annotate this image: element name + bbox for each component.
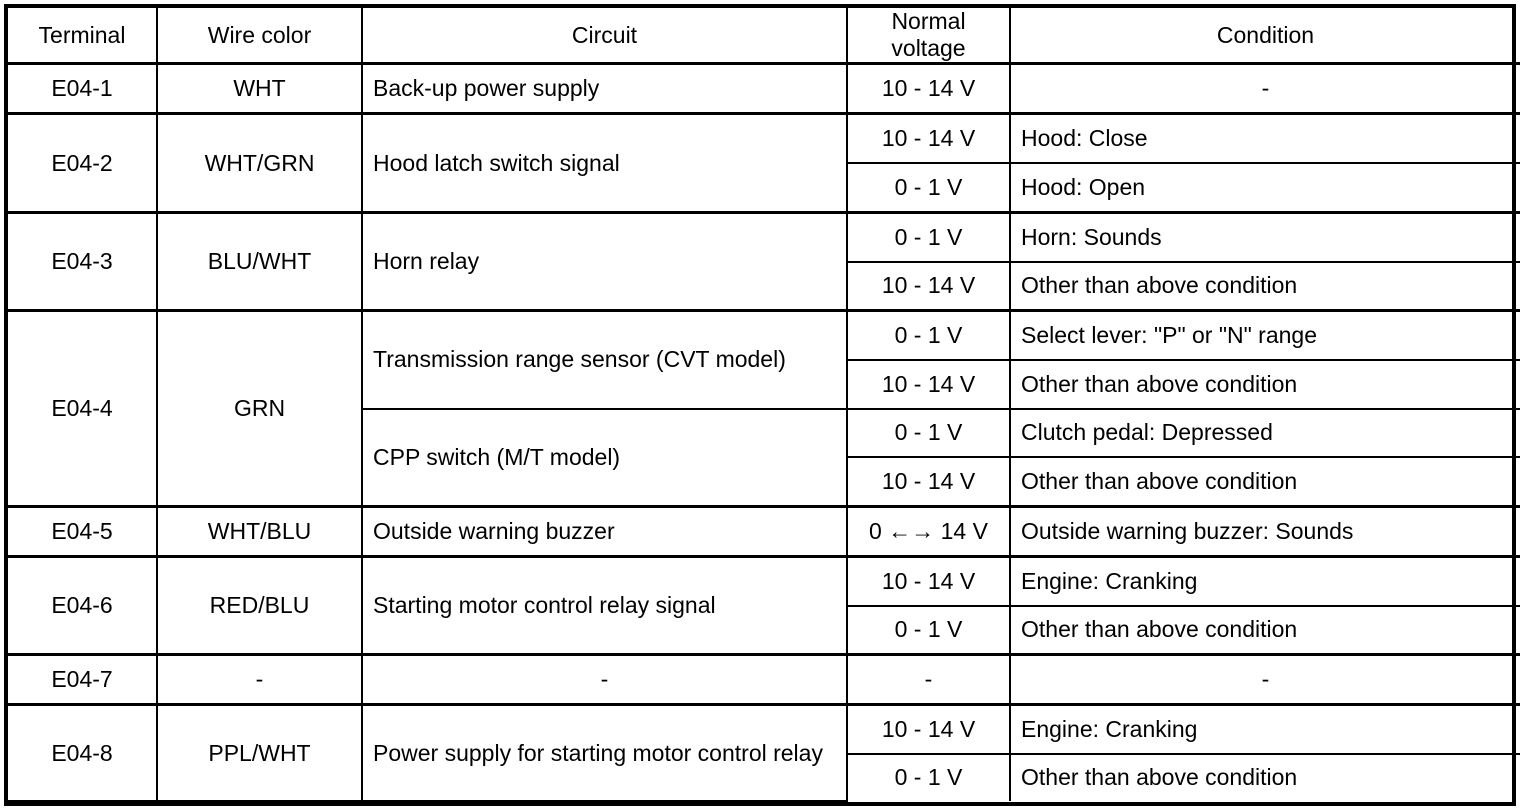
column-header-normal-voltage: Normal voltage bbox=[846, 8, 1011, 65]
table-header: Terminal Wire color Circuit Normal volta… bbox=[8, 8, 1520, 65]
cell-normal-voltage: 0 - 1 V bbox=[847, 162, 1011, 214]
cell-wire-color: BLU/WHT bbox=[156, 210, 363, 312]
cell-condition: Other than above condition bbox=[1009, 604, 1520, 656]
cell-circuit: Starting motor control relay signal bbox=[361, 554, 848, 656]
cell-condition: Clutch pedal: Depressed bbox=[1009, 407, 1520, 458]
cell-terminal: E04-3 bbox=[8, 210, 158, 312]
cell-normal-voltage: 0 - 1 V bbox=[847, 604, 1011, 656]
cell-circuit: CPP switch (M/T model) bbox=[362, 407, 848, 508]
cell-wire-color: - bbox=[156, 653, 363, 706]
cell-normal-voltage: 0 - 1 V bbox=[846, 407, 1011, 458]
cell-terminal: E04-6 bbox=[8, 554, 158, 656]
terminal-voltage-table-container: Terminal Wire color Circuit Normal volta… bbox=[4, 4, 1520, 806]
column-header-circuit: Circuit bbox=[361, 8, 848, 65]
cell-condition: - bbox=[1009, 653, 1520, 706]
cell-condition: - bbox=[1009, 62, 1520, 115]
cell-normal-voltage: 10 - 14 V bbox=[846, 62, 1011, 115]
column-header-terminal: Terminal bbox=[8, 8, 158, 65]
cell-condition: Other than above condition bbox=[1009, 359, 1520, 410]
cell-normal-voltage: 0 ←→ 14 V bbox=[846, 504, 1011, 558]
column-header-condition: Condition bbox=[1009, 8, 1520, 65]
cell-condition: Other than above condition bbox=[1009, 753, 1520, 801]
cell-condition: Engine: Cranking bbox=[1009, 703, 1520, 756]
cell-wire-color: PPL/WHT bbox=[156, 703, 363, 803]
cell-circuit: Transmission range sensor (CVT model) bbox=[361, 309, 848, 410]
cell-normal-voltage: - bbox=[846, 653, 1011, 706]
cell-normal-voltage: 10 - 14 V bbox=[847, 260, 1011, 312]
table-row: E04-7---- bbox=[8, 653, 1520, 706]
cell-condition: Other than above condition bbox=[1009, 455, 1520, 508]
cell-circuit: Power supply for starting motor control … bbox=[361, 703, 848, 803]
cell-circuit: Hood latch switch signal bbox=[361, 112, 848, 214]
cell-circuit: Horn relay bbox=[361, 210, 848, 312]
cell-wire-color: WHT bbox=[156, 62, 363, 115]
terminal-voltage-table: Terminal Wire color Circuit Normal volta… bbox=[8, 8, 1520, 803]
cell-terminal: E04-5 bbox=[8, 504, 158, 558]
cell-normal-voltage: 10 - 14 V bbox=[847, 455, 1011, 508]
cell-wire-color: GRN bbox=[156, 309, 363, 508]
cell-terminal: E04-8 bbox=[8, 703, 158, 803]
cell-normal-voltage: 10 - 14 V bbox=[846, 554, 1011, 607]
cell-condition: Other than above condition bbox=[1009, 260, 1520, 312]
cell-terminal: E04-4 bbox=[8, 309, 158, 508]
cell-condition: Select lever: "P" or "N" range bbox=[1009, 309, 1520, 362]
cell-condition: Hood: Open bbox=[1009, 162, 1520, 214]
cell-circuit: Outside warning buzzer bbox=[361, 504, 848, 558]
table-header-row: Terminal Wire color Circuit Normal volta… bbox=[8, 8, 1520, 65]
cell-normal-voltage: 0 - 1 V bbox=[846, 210, 1011, 263]
cell-condition: Engine: Cranking bbox=[1009, 554, 1520, 607]
cell-normal-voltage: 0 - 1 V bbox=[846, 309, 1011, 362]
cell-wire-color: WHT/GRN bbox=[156, 112, 363, 214]
cell-normal-voltage: 10 - 14 V bbox=[847, 359, 1011, 410]
cell-normal-voltage: 0 - 1 V bbox=[847, 753, 1011, 801]
cell-terminal: E04-2 bbox=[8, 112, 158, 214]
cell-circuit: Back-up power supply bbox=[361, 62, 848, 115]
cell-circuit: - bbox=[361, 653, 848, 706]
cell-wire-color: RED/BLU bbox=[156, 554, 363, 656]
cell-condition: Hood: Close bbox=[1009, 112, 1520, 165]
cell-terminal: E04-1 bbox=[8, 62, 158, 115]
column-header-wire-color: Wire color bbox=[156, 8, 363, 65]
cell-normal-voltage: 10 - 14 V bbox=[846, 112, 1011, 165]
cell-condition: Horn: Sounds bbox=[1009, 210, 1520, 263]
cell-terminal: E04-7 bbox=[8, 653, 158, 706]
cell-condition: Outside warning buzzer: Sounds bbox=[1009, 504, 1520, 558]
cell-normal-voltage: 10 - 14 V bbox=[846, 703, 1011, 756]
cell-wire-color: WHT/BLU bbox=[156, 504, 363, 558]
